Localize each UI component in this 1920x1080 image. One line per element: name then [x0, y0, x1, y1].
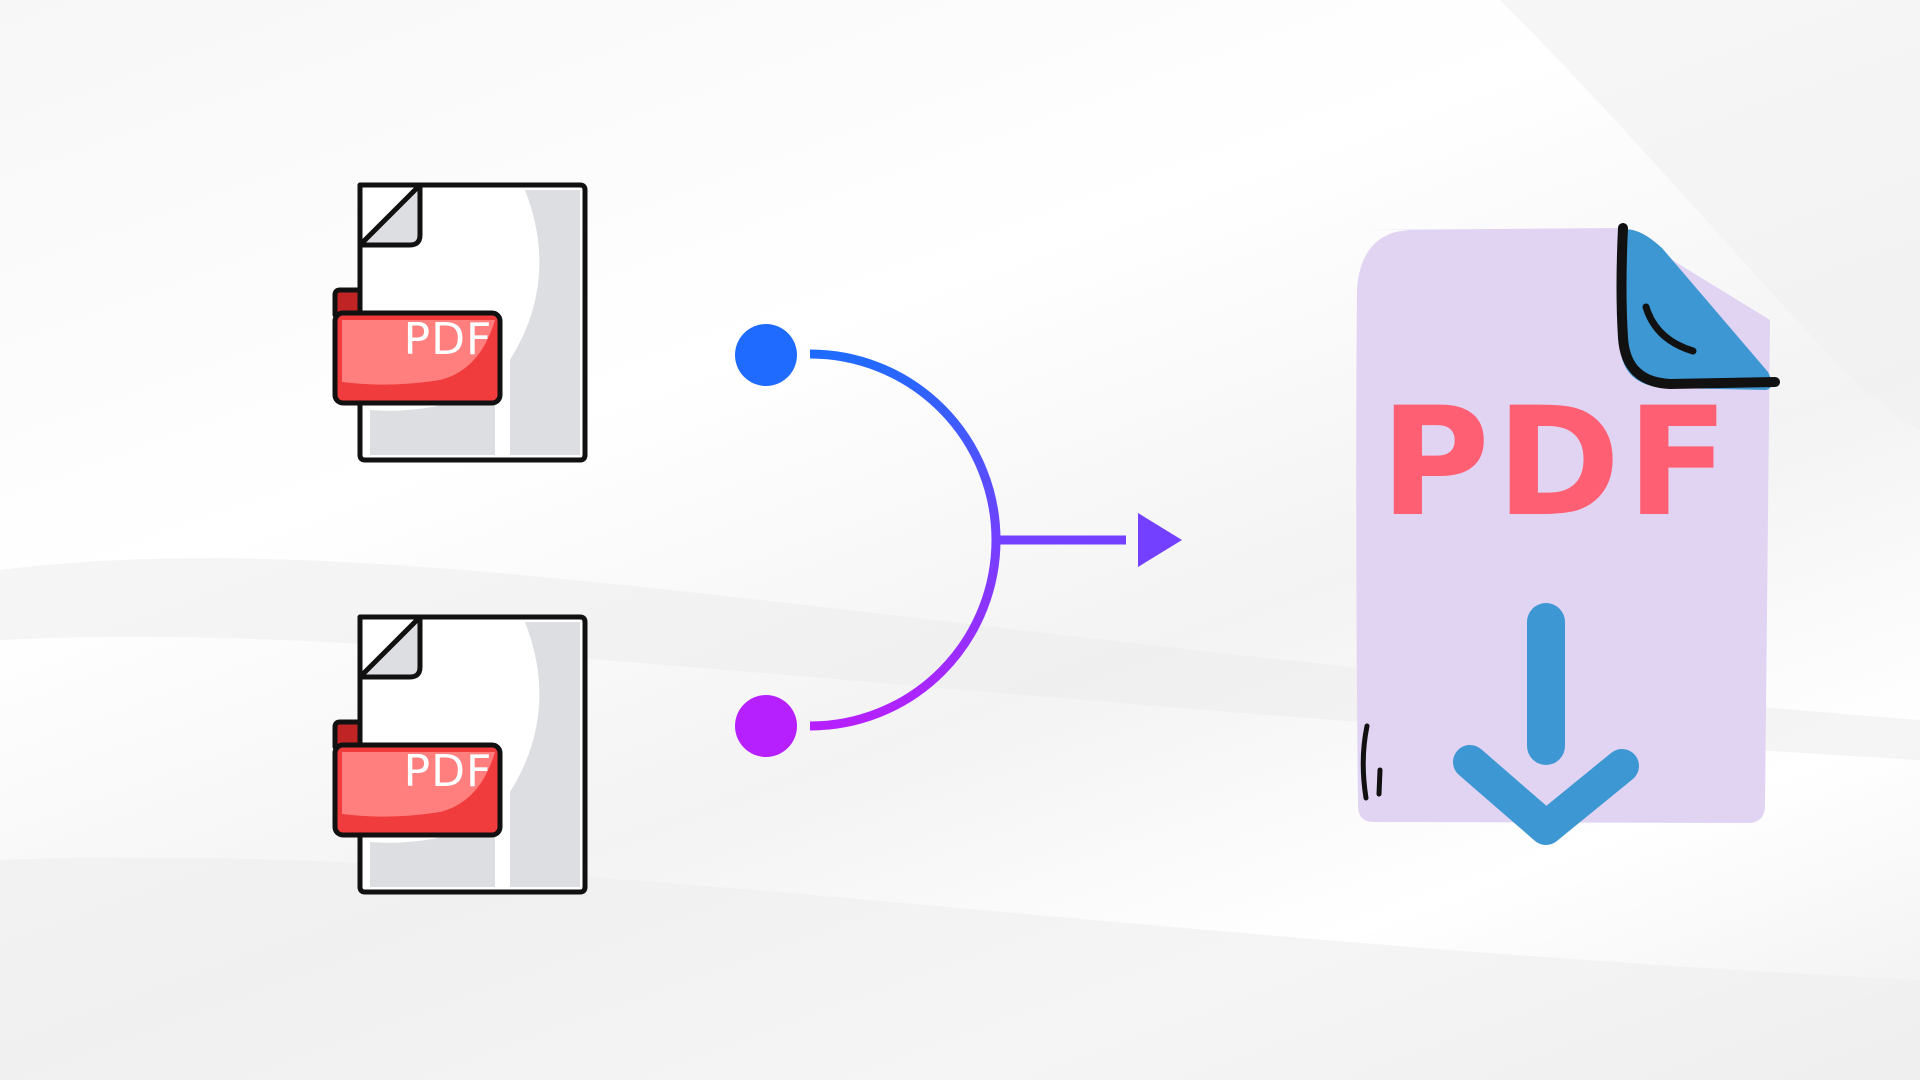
pdf-file-label: PDF — [403, 746, 493, 797]
purple-node-dot — [735, 695, 797, 757]
pdf-file-icon-second: PDF — [320, 602, 588, 902]
merge-arc — [809, 349, 1001, 731]
arrow-head-icon — [1138, 513, 1182, 567]
blue-node-dot — [735, 324, 797, 386]
merge-arrow-graphic — [720, 310, 1200, 770]
result-pdf-label: PDF — [1380, 376, 1735, 550]
pdf-file-label: PDF — [403, 314, 493, 365]
pdf-download-icon: PDF — [1310, 220, 1790, 870]
pdf-file-icon-first: PDF — [320, 170, 588, 470]
